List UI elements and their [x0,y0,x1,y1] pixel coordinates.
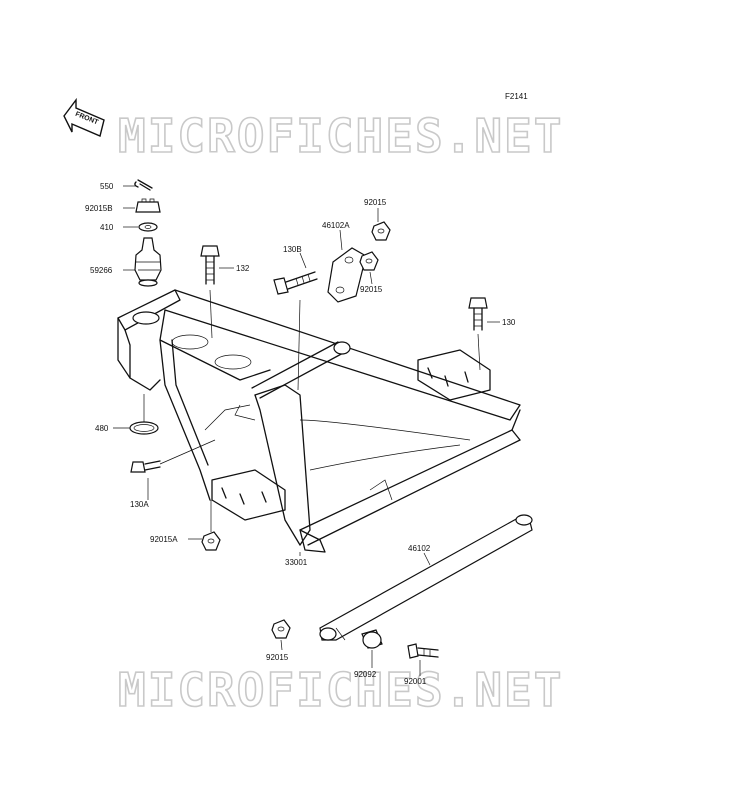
link-plate-46102a [327,247,367,303]
callout-92092: 92092 [354,670,377,679]
figure-code: F2141 [505,92,528,101]
bolt-130a [130,460,161,473]
callout-46102a: 46102A [322,221,350,230]
bolt-132 [200,245,220,285]
callout-130: 130 [502,318,516,327]
callout-92015-top: 92015 [364,198,387,207]
washer-410 [138,222,158,232]
castle-nut-92015b [135,198,161,213]
nut-92015-top [371,221,391,241]
torque-link-46102 [319,514,533,641]
callout-480: 480 [95,424,109,433]
spacer-92092 [361,629,383,649]
swingarm-frame-33001 [117,289,521,553]
front-arrow-icon: FRONT [63,97,105,137]
cotter-pin-550 [134,179,153,191]
callout-410: 410 [100,223,114,232]
callout-92001: 92001 [404,677,427,686]
ring-480 [129,421,159,435]
nut-92015a [201,531,221,551]
callout-130a: 130A [130,500,149,509]
callout-92015a: 92015A [150,535,178,544]
nut-92015-middle [359,251,379,271]
bolt-130 [468,297,488,331]
callout-92015b: 92015B [85,204,113,213]
bolt-130b [273,271,318,295]
callout-46102: 46102 [408,544,431,553]
callout-59266: 59266 [90,266,113,275]
callout-132: 132 [236,264,250,273]
callout-550: 550 [100,182,114,191]
bolt-92001 [407,643,439,659]
ball-joint-59266 [134,237,162,287]
nut-92015-lower [271,619,291,639]
callout-92015-lower: 92015 [266,653,289,662]
callout-92015-middle: 92015 [360,285,383,294]
callout-130b: 130B [283,245,302,254]
callout-33001: 33001 [285,558,308,567]
watermark-bottom: MICROFICHES.NET [118,663,563,717]
watermark-top: MICROFICHES.NET [118,109,563,163]
